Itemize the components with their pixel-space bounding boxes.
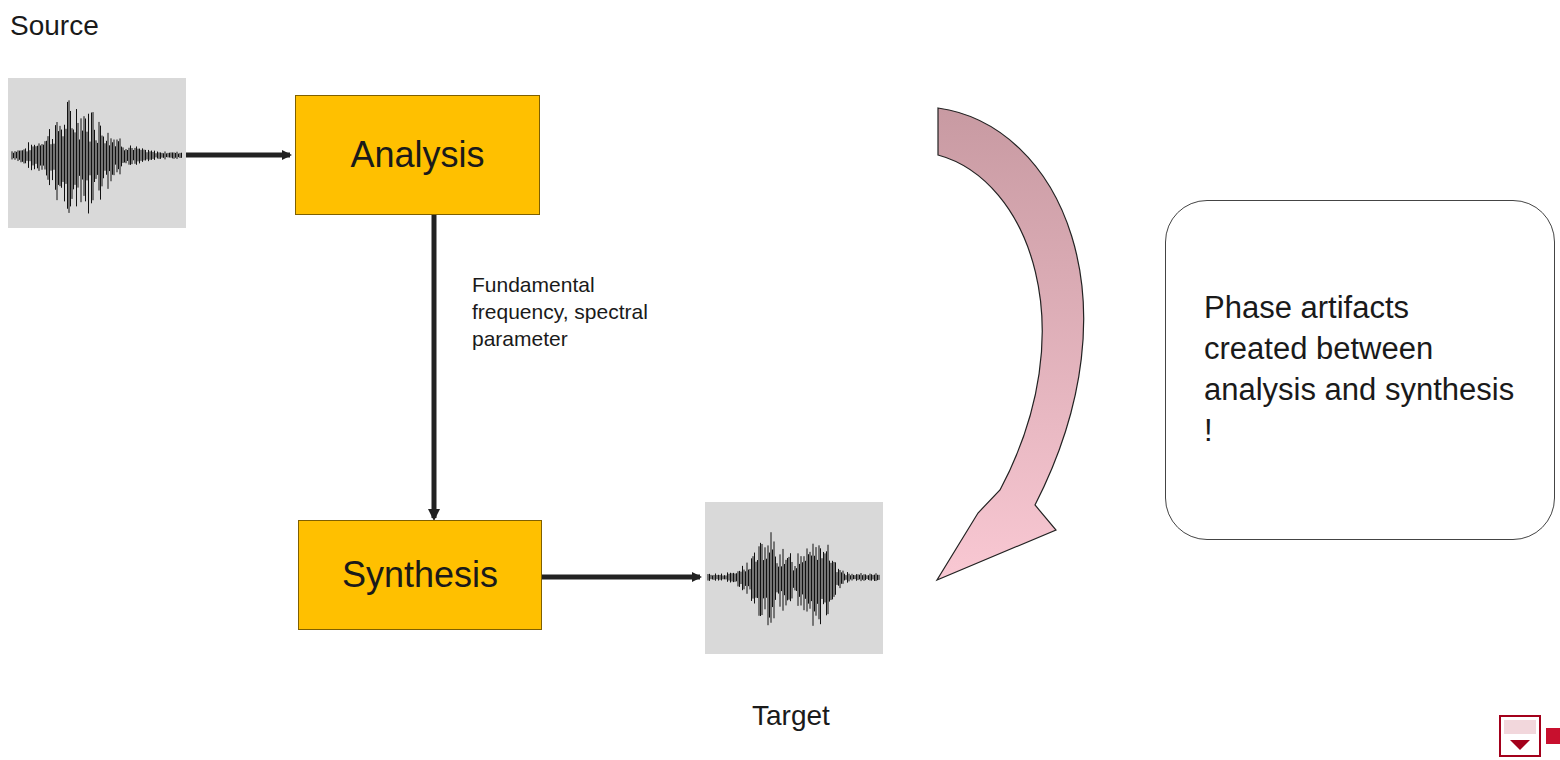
process-box: Synthesis xyxy=(298,520,542,630)
callout-text: Phase artifacts created between analysis… xyxy=(1204,288,1516,452)
flow-arrow xyxy=(432,215,437,518)
target-waveform-ground xyxy=(705,502,883,654)
source-label: Source xyxy=(10,10,99,42)
target-waveform xyxy=(708,532,879,626)
box-label: Synthesis xyxy=(342,554,498,596)
target-label: Target xyxy=(752,700,830,732)
process-box: Analysis xyxy=(295,95,540,215)
logo-crest xyxy=(1500,716,1560,756)
callout-box: Phase artifacts created between analysis… xyxy=(1165,200,1555,540)
edge-label: Fundamental frequency, spectral paramete… xyxy=(472,271,662,353)
curved-arrow xyxy=(937,108,1084,580)
source-waveform-ground xyxy=(8,78,186,228)
output-arrow xyxy=(542,575,700,580)
source-waveform xyxy=(12,100,182,213)
input-arrow xyxy=(186,153,290,158)
box-label: Analysis xyxy=(350,134,484,176)
